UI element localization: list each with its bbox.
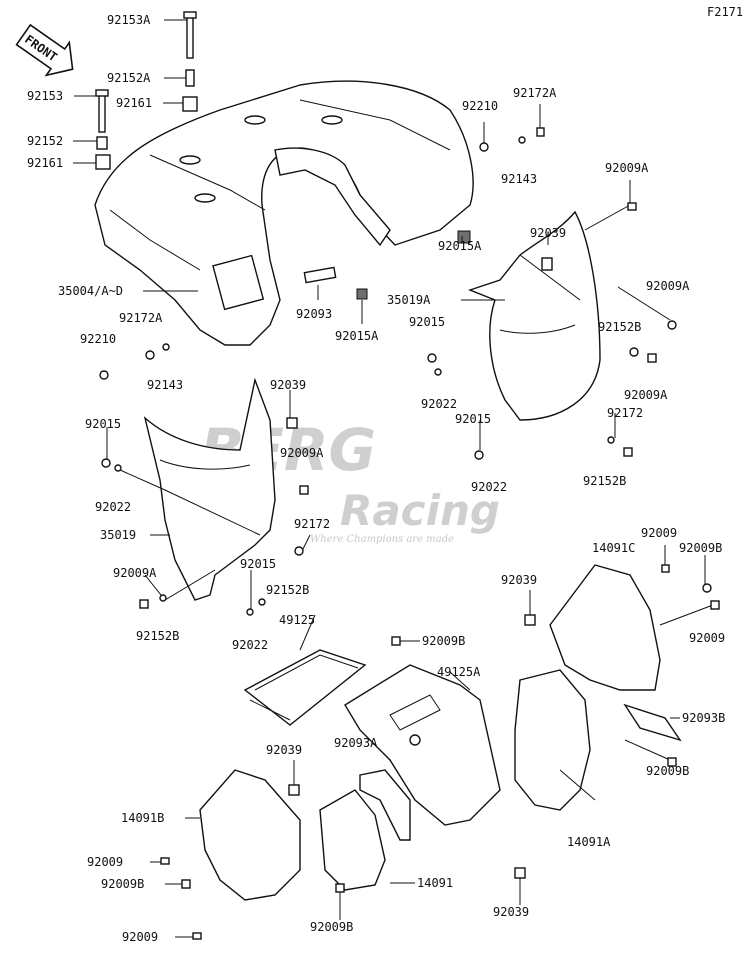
label-92009a-d: 92009A <box>280 446 324 460</box>
label-92009b-d: 92009B <box>101 877 144 891</box>
diagram-id: F2171 <box>707 5 743 19</box>
label-92009: 92009 <box>641 526 677 540</box>
label-92009a-e: 92009A <box>113 566 157 580</box>
label-92161-b: 92161 <box>27 156 63 170</box>
watermark-brand-bottom: Racing <box>340 486 500 535</box>
label-92039-e: 92039 <box>493 905 529 919</box>
label-92009-c: 92009 <box>87 855 123 869</box>
label-92210-b: 92210 <box>80 332 116 346</box>
label-92152b-c: 92152B <box>266 583 309 597</box>
label-14091a: 14091A <box>567 835 611 849</box>
label-92022: 92022 <box>421 397 457 411</box>
strip-92093a <box>359 769 411 841</box>
guard-14091 <box>319 789 386 891</box>
bolt-stack <box>95 11 198 170</box>
rear-fender-35004 <box>94 80 474 346</box>
guard-14091a <box>514 669 591 811</box>
label-92009a-b: 92009A <box>646 279 690 293</box>
part-labels: 92153A 92152A 92153 92161 92152 92161 92… <box>27 13 725 944</box>
label-92015a-b: 92015A <box>335 329 379 343</box>
leader-lines <box>73 19 714 938</box>
label-92015-b: 92015 <box>455 412 491 426</box>
label-92009a-c: 92009A <box>624 388 668 402</box>
strip-92093b <box>623 703 682 742</box>
label-92009b-e: 92009B <box>310 920 353 934</box>
label-92009a: 92009A <box>605 161 649 175</box>
label-92152a: 92152A <box>107 71 151 85</box>
label-35019a: 35019A <box>387 293 431 307</box>
fasteners <box>99 127 720 940</box>
label-14091c: 14091C <box>592 541 635 555</box>
label-92143-b: 92143 <box>147 378 183 392</box>
label-35019: 35019 <box>100 528 136 542</box>
label-92039-b: 92039 <box>270 378 306 392</box>
label-92022-d: 92022 <box>232 638 268 652</box>
label-49125: 49125 <box>279 613 315 627</box>
label-92015: 92015 <box>409 315 445 329</box>
watermark-tagline: Where Champions are made <box>310 534 454 545</box>
label-92172-b: 92172 <box>294 517 330 531</box>
label-92015a: 92015A <box>438 239 482 253</box>
label-92009b: 92009B <box>679 541 722 555</box>
label-92153: 92153 <box>27 89 63 103</box>
label-92152b: 92152B <box>598 320 641 334</box>
label-14091b: 14091B <box>121 811 164 825</box>
label-92143: 92143 <box>501 172 537 186</box>
label-92210: 92210 <box>462 99 498 113</box>
label-92093b: 92093B <box>682 711 725 725</box>
label-92015-d: 92015 <box>240 557 276 571</box>
side-cover-35019a <box>467 210 601 421</box>
label-92039: 92039 <box>530 226 566 240</box>
side-cover-35019 <box>143 377 276 601</box>
label-92009-d: 92009 <box>122 930 158 944</box>
front-arrow-icon: FRONT <box>15 23 74 77</box>
label-92153a: 92153A <box>107 13 151 27</box>
label-92022-b: 92022 <box>471 480 507 494</box>
label-92039-d: 92039 <box>266 743 302 757</box>
label-92152b-d: 92152B <box>136 629 179 643</box>
label-92172a-b: 92172A <box>119 311 163 325</box>
label-92172: 92172 <box>607 406 643 420</box>
storage-box-49125a <box>344 664 501 826</box>
guard-14091c <box>549 564 661 691</box>
label-92009b-c: 92009B <box>646 764 689 778</box>
label-92022-c: 92022 <box>95 500 131 514</box>
storage-lid-49125 <box>243 649 367 726</box>
label-92152: 92152 <box>27 134 63 148</box>
label-49125a: 49125A <box>437 665 481 679</box>
label-92161: 92161 <box>116 96 152 110</box>
label-92039-c: 92039 <box>501 573 537 587</box>
label-35004: 35004/A~D <box>58 284 123 298</box>
label-92015-c: 92015 <box>85 417 121 431</box>
label-92093: 92093 <box>296 307 332 321</box>
guard-14091b <box>199 769 301 901</box>
label-92009-b: 92009 <box>689 631 725 645</box>
label-92172a: 92172A <box>513 86 557 100</box>
label-14091: 14091 <box>417 876 453 890</box>
label-92009b-b: 92009B <box>422 634 465 648</box>
label-92152b-b: 92152B <box>583 474 626 488</box>
label-92093a: 92093A <box>334 736 378 750</box>
